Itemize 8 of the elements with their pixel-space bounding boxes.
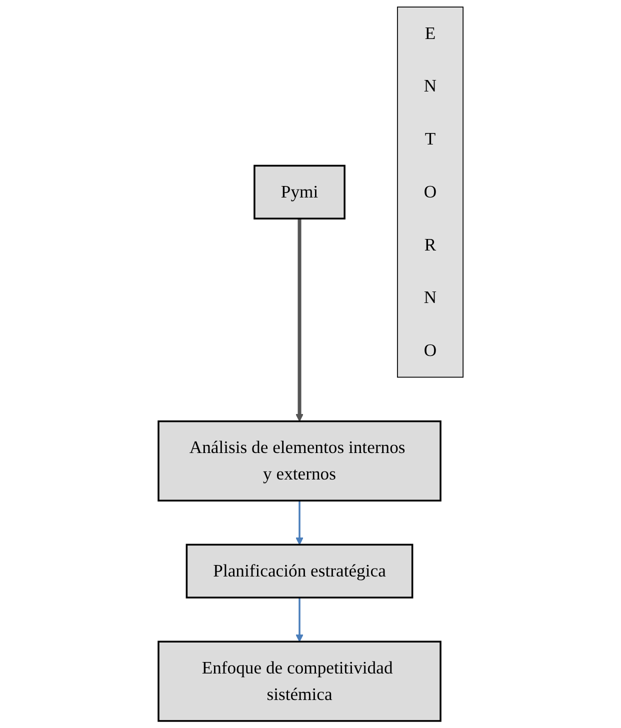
arrow	[295, 218, 304, 422]
arrow	[295, 598, 304, 642]
node-box: E N T O R N O	[396, 6, 464, 378]
node-box: Análisis de elementos internos y externos	[157, 420, 442, 502]
node-box: Pymi	[253, 164, 346, 220]
node-box: Enfoque de competitividad sistémica	[157, 640, 442, 722]
arrow	[295, 500, 304, 546]
node-box: Planificación estratégica	[186, 544, 413, 598]
